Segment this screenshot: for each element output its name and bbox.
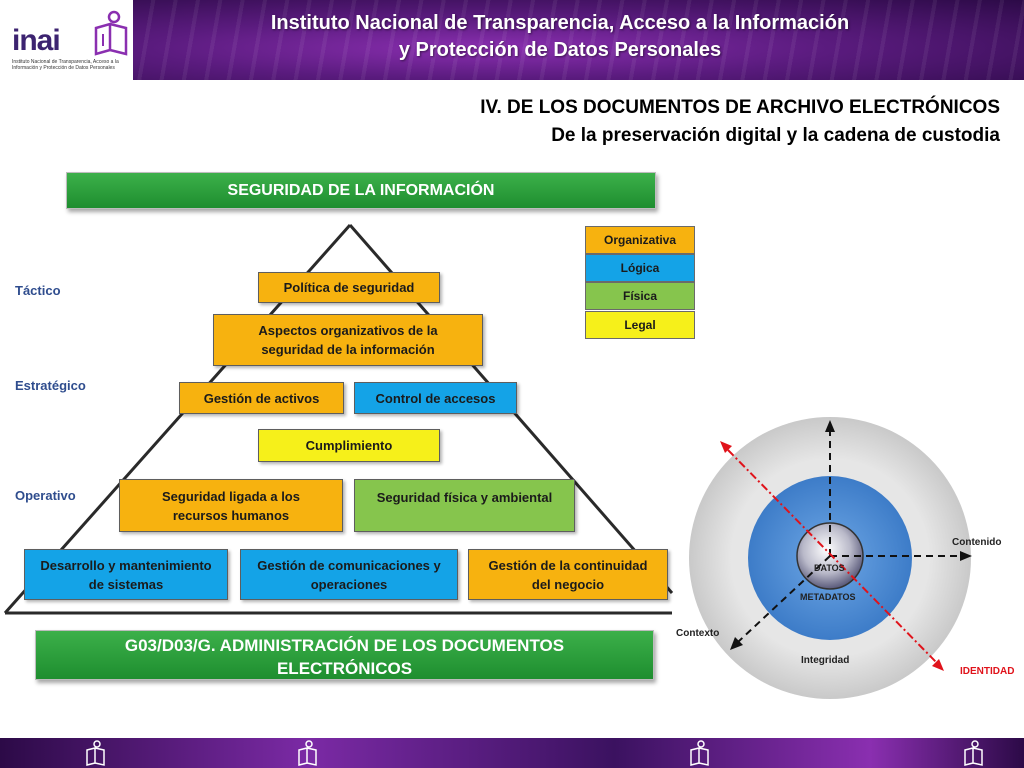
legend-logica: Lógica: [585, 254, 695, 282]
box-seguridad-recursos-humanos: Seguridad ligada a los recursos humanos: [119, 479, 343, 532]
section-title-line2: De la preservación digital y la cadena d…: [551, 125, 1000, 146]
footer-logo-icon-1: [86, 740, 105, 766]
logo-subtext: Instituto Nacional de Transparencia, Acc…: [12, 59, 119, 71]
logo-people-icon: [94, 10, 128, 56]
legend-legal: Legal: [585, 311, 695, 339]
documents-banner-line2: ELECTRÓNICOS: [276, 659, 413, 678]
footer-logo-icon-4: [964, 740, 983, 766]
box-desarrollo-sistemas: Desarrollo y mantenimiento de sistemas: [24, 549, 228, 600]
box-gestion-comunicaciones: Gestión de comunicaciones y operaciones: [240, 549, 458, 600]
header: inai Instituto Nacional de Transparencia…: [0, 0, 1024, 80]
label-identidad: IDENTIDAD: [960, 666, 1015, 677]
label-datos: DATOS: [814, 563, 845, 573]
level-estrategico: Estratégico: [15, 378, 86, 393]
section-title-line1: IV. DE LOS DOCUMENTOS DE ARCHIVO ELECTRÓ…: [480, 97, 1000, 118]
footer-logo-icon-3: [690, 740, 709, 766]
header-title: Instituto Nacional de Transparencia, Acc…: [150, 10, 970, 64]
inai-logo: inai Instituto Nacional de Transparencia…: [8, 8, 130, 78]
header-title-line2: y Protección de Datos Personales: [398, 39, 722, 61]
box-cumplimiento: Cumplimiento: [258, 429, 440, 462]
box-aspectos-organizativos: Aspectos organizativos de la seguridad d…: [213, 314, 483, 366]
header-title-line1: Instituto Nacional de Transparencia, Acc…: [270, 12, 850, 34]
box-politica-seguridad: Política de seguridad: [258, 272, 440, 303]
section-title: IV. DE LOS DOCUMENTOS DE ARCHIVO ELECTRÓ…: [480, 94, 1000, 150]
level-operativo: Operativo: [15, 488, 76, 503]
footer-band: [0, 738, 1024, 768]
header-band: [133, 0, 1024, 80]
footer-logo-icon-2: [298, 740, 317, 766]
logo-wordmark: inai: [12, 24, 61, 57]
documents-banner: G03/D03/G. ADMINISTRACIÓN DE LOS DOCUMEN…: [35, 630, 654, 680]
legend-organizativa: Organizativa: [585, 226, 695, 254]
box-control-accesos: Control de accesos: [354, 382, 517, 414]
level-tactico: Táctico: [15, 283, 61, 298]
box-continuidad-negocio: Gestión de la continuidad del negocio: [468, 549, 668, 600]
label-contenido: Contenido: [952, 537, 1002, 548]
documents-banner-line1: G03/D03/G. ADMINISTRACIÓN DE LOS DOCUMEN…: [124, 636, 565, 655]
box-seguridad-fisica: Seguridad física y ambiental: [354, 479, 575, 532]
security-banner: SEGURIDAD DE LA INFORMACIÓN: [66, 172, 656, 209]
label-integridad: Integridad: [801, 655, 850, 666]
box-gestion-activos: Gestión de activos: [179, 382, 344, 414]
legend-fisica: Física: [585, 282, 695, 310]
custody-circle-diagram: [689, 417, 972, 699]
label-contexto: Contexto: [676, 628, 720, 639]
label-metadatos: METADATOS: [800, 592, 856, 602]
